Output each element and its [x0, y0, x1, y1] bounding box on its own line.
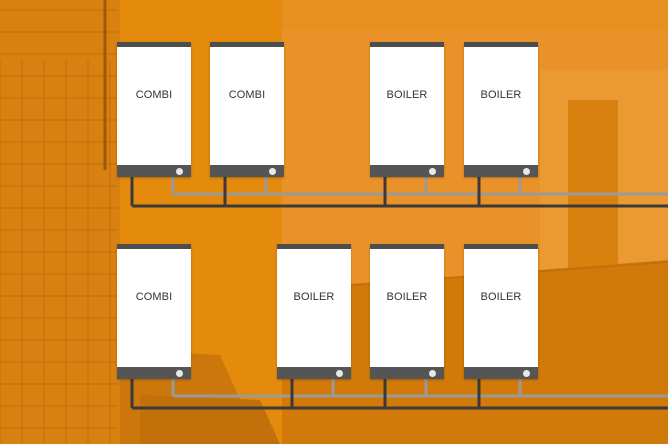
unit-label: COMBI [228, 89, 266, 101]
heating-unit-combi: COMBI [117, 42, 191, 177]
heating-unit-boiler: BOILER [370, 42, 444, 177]
heating-unit-combi: COMBI [117, 244, 191, 379]
heating-unit-combi: COMBI [210, 42, 284, 177]
unit-label: BOILER [480, 89, 522, 101]
unit-label: COMBI [135, 291, 173, 303]
unit-label: BOILER [480, 291, 522, 303]
unit-control-panel [210, 165, 284, 177]
control-dial-icon [429, 168, 436, 175]
unit-control-panel [370, 367, 444, 379]
unit-control-panel [117, 165, 191, 177]
unit-control-panel [370, 165, 444, 177]
unit-top-trim [370, 42, 444, 47]
heating-unit-boiler: BOILER [464, 42, 538, 177]
unit-label: COMBI [135, 89, 173, 101]
control-dial-icon [523, 168, 530, 175]
unit-control-panel [464, 165, 538, 177]
unit-label: BOILER [293, 291, 335, 303]
control-dial-icon [269, 168, 276, 175]
control-dial-icon [176, 168, 183, 175]
heating-unit-boiler: BOILER [370, 244, 444, 379]
unit-top-trim [117, 244, 191, 249]
unit-top-trim [210, 42, 284, 47]
unit-control-panel [117, 367, 191, 379]
unit-top-trim [117, 42, 191, 47]
unit-top-trim [370, 244, 444, 249]
pipe-network-row-2 [130, 379, 668, 410]
unit-top-trim [277, 244, 351, 249]
unit-label: BOILER [386, 291, 428, 303]
control-dial-icon [336, 370, 343, 377]
unit-top-trim [464, 42, 538, 47]
unit-control-panel [277, 367, 351, 379]
control-dial-icon [176, 370, 183, 377]
control-dial-icon [429, 370, 436, 377]
control-dial-icon [523, 370, 530, 377]
unit-top-trim [464, 244, 538, 249]
heating-unit-boiler: BOILER [277, 244, 351, 379]
unit-label: BOILER [386, 89, 428, 101]
heating-unit-boiler: BOILER [464, 244, 538, 379]
unit-control-panel [464, 367, 538, 379]
pipe-network-row-1 [130, 177, 668, 208]
